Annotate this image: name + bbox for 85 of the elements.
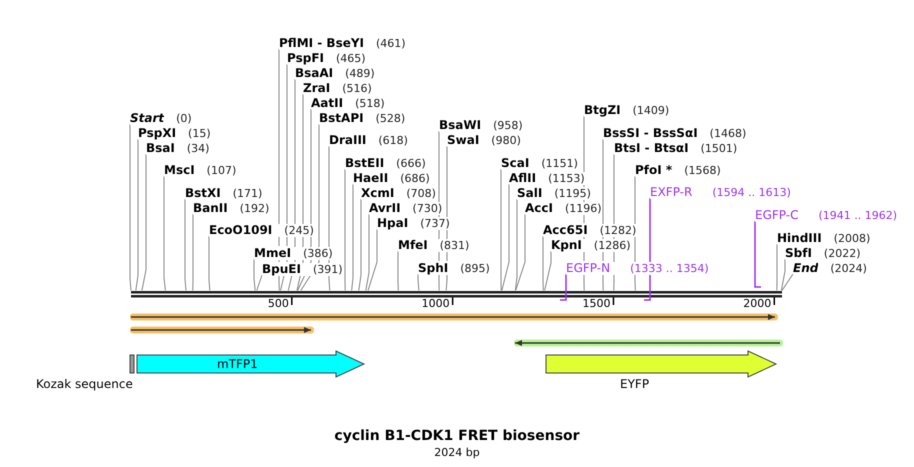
- enzyme-name: AatII: [311, 96, 344, 110]
- leader-line: [644, 198, 651, 301]
- enzyme-name: BstAPI: [319, 111, 364, 125]
- enzyme-name: ScaI: [501, 156, 530, 170]
- leader-line: [542, 236, 544, 291]
- leader-line: [365, 214, 370, 291]
- leader-line: [208, 236, 210, 291]
- enzyme-name: AflII: [509, 171, 536, 185]
- leader-line: [782, 274, 794, 291]
- primer-name: EGFP-N: [566, 261, 610, 275]
- leader-line: [192, 214, 194, 291]
- enzyme-name: ZraI: [303, 81, 330, 95]
- enzyme-name: BsaWI: [439, 118, 482, 132]
- leader-line: [544, 250, 552, 291]
- enzyme-name: HpaI: [377, 216, 408, 230]
- leader-line: [780, 258, 786, 291]
- leader-line: [164, 176, 166, 291]
- cut-position: (391): [300, 263, 343, 276]
- orf-bar: [130, 326, 314, 334]
- enzyme-name: DraIII: [329, 133, 366, 147]
- caption: 2024 bp: [433, 446, 481, 459]
- enzyme-name: XcmI: [361, 186, 394, 200]
- sequence-backbone: [131, 291, 782, 298]
- enzyme-name: BstEII: [345, 156, 384, 170]
- axis-tick-label: 1000: [422, 297, 450, 310]
- leader-line: [141, 154, 146, 291]
- enzyme-name: AccI: [525, 201, 553, 215]
- primer-name: EXFP-R: [650, 185, 692, 199]
- axis-tick-label: 500: [268, 297, 289, 310]
- enzyme-name: MfeI: [398, 238, 428, 252]
- enzyme-name: BssSI - BssSαI: [603, 126, 698, 140]
- enzyme-name: Acc65I: [543, 223, 588, 237]
- axis-tick-label: 2000: [743, 297, 772, 310]
- enzyme-name: Start: [130, 111, 164, 125]
- primer-name: EGFP-C: [755, 208, 798, 222]
- enzyme-name: SbfI: [785, 246, 812, 260]
- enzyme-name: BtsI - BtsαI: [614, 141, 689, 155]
- enzyme-name: PspFI: [287, 51, 324, 65]
- cut-position: (0): [164, 112, 192, 125]
- enzyme-name: EcoO109I: [209, 223, 272, 237]
- enzyme-name: SalI: [517, 186, 542, 200]
- orf-bar: [514, 340, 783, 346]
- leader-line: [560, 274, 567, 301]
- feature-label: mTFP1: [217, 357, 258, 371]
- enzyme-name: PspXI: [138, 126, 176, 140]
- leader-line: [398, 250, 399, 291]
- enzyme-name: PflMI - BseYI: [279, 36, 364, 50]
- enzyme-name: BsaI: [146, 141, 175, 155]
- title: cyclin B1-CDK1 FRET biosensor: [333, 428, 581, 444]
- enzyme-name: BanII: [193, 201, 228, 215]
- leader-line: [501, 184, 510, 291]
- enzyme-name: BstXI: [185, 186, 221, 200]
- feature-label: Kozak sequence: [36, 377, 133, 391]
- enzyme-name: SphI: [418, 261, 448, 275]
- leader-line: [135, 138, 138, 291]
- leader-line: [754, 221, 761, 288]
- leader-line: [344, 168, 346, 291]
- enzyme-name: End: [793, 261, 818, 275]
- leader-line: [358, 198, 362, 291]
- cut-position: (1286): [582, 239, 630, 252]
- leader-line: [514, 198, 518, 291]
- leader-line: [256, 274, 262, 291]
- leader-line: [130, 124, 132, 291]
- enzyme-name: HindIII: [777, 231, 822, 245]
- enzyme-name: BpuEI: [262, 262, 301, 276]
- enzyme-name: MscI: [164, 163, 195, 177]
- enzyme-name: HaeII: [353, 171, 388, 185]
- leader-line: [184, 198, 186, 291]
- leader-line: [500, 168, 502, 291]
- leader-line: [515, 214, 526, 291]
- enzyme-name: AvrII: [369, 201, 401, 215]
- feature-label: EYFP: [620, 377, 650, 391]
- enzyme-name: KpnI: [551, 238, 582, 252]
- enzyme-name: SwaI: [447, 133, 480, 147]
- enzyme-name: BtgZI: [584, 103, 621, 117]
- enzyme-name: PfoI *: [635, 163, 672, 177]
- enzyme-name: MmeI: [254, 246, 292, 260]
- leader-line: [776, 244, 778, 291]
- orf-bar: [130, 314, 778, 320]
- leader-line: [368, 228, 378, 291]
- axis-tick-label: 1500: [582, 297, 610, 310]
- leader-line: [418, 274, 420, 291]
- enzyme-name: BsaAI: [295, 66, 334, 80]
- leader-line: [351, 184, 354, 291]
- leader-line: [254, 258, 256, 291]
